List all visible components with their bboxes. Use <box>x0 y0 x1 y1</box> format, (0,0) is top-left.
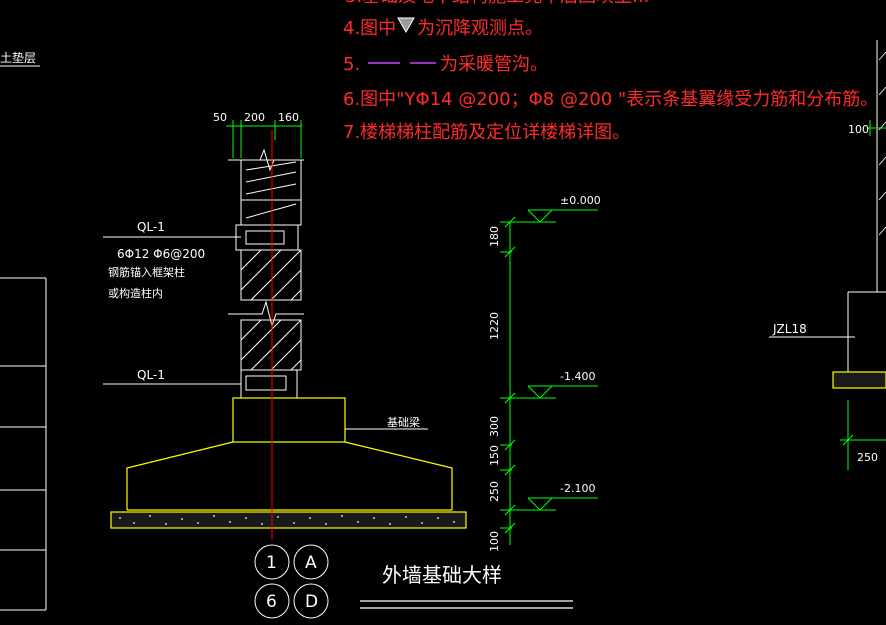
vdim-250: 250 <box>488 481 501 502</box>
cushion-dots <box>119 515 455 525</box>
ql1-bottom-label: QL-1 <box>137 368 165 382</box>
rebar-note-2: 钢筋锚入框架柱 <box>108 265 185 279</box>
right-dim-250: 250 <box>857 451 878 464</box>
axis-bubbles <box>254 544 329 619</box>
note-6: 6.图中"YΦ14 @200；Φ8 @200 "表示条基翼缘受力筋和分布筋。 <box>343 89 878 110</box>
foundation-beam-label: 基础梁 <box>387 415 420 429</box>
right-fragment <box>769 40 886 372</box>
ql1-top-label: QL-1 <box>137 220 165 234</box>
vdim-180: 180 <box>488 226 501 247</box>
foundation-footing <box>126 397 453 511</box>
elev-2: -2.100 <box>560 482 595 495</box>
rebar-note-3: 或构造柱内 <box>108 286 163 300</box>
elev-1: -1.400 <box>560 370 595 383</box>
left-table <box>0 277 47 611</box>
right-beam-label: JZL18 <box>772 322 807 336</box>
vdim-100: 100 <box>488 531 501 552</box>
elev-dim-chain <box>500 209 598 545</box>
note-7: 7.楼梯梯柱配筋及定位详楼梯详图。 <box>343 122 630 143</box>
wall-section <box>228 148 304 399</box>
dim-160: 160 <box>278 111 299 124</box>
vdim-150: 150 <box>488 445 501 466</box>
dim-50: 50 <box>213 111 227 124</box>
left-label: 土垫层 <box>0 50 36 65</box>
axis-1: 1 <box>266 553 277 573</box>
cushion-layer <box>110 511 467 529</box>
note-cut: 3.基础及地下结构施工完毕后回填土... <box>345 0 649 7</box>
axis-6: 6 <box>266 592 277 612</box>
elev-0: ±0.000 <box>560 194 601 207</box>
top-dim-lines <box>226 120 302 158</box>
axis-A: A <box>305 553 317 573</box>
settlement-point-icon <box>397 17 415 34</box>
note-4-text: 为沉降观测点。 <box>417 18 543 39</box>
ql1-bottom-beam <box>240 369 298 399</box>
right-dims <box>840 120 886 470</box>
right-hatch <box>878 51 886 236</box>
vdim-1220: 1220 <box>488 312 501 340</box>
right-dim-100: 100 <box>848 123 869 136</box>
rebar-note-1: 6Φ12 Φ6@200 <box>117 247 205 261</box>
right-cushion <box>832 371 886 389</box>
note-4: 4.图中 <box>343 18 396 39</box>
detail-title: 外墙基础大样 <box>382 563 502 587</box>
vdim-300: 300 <box>488 416 501 437</box>
ql1-top-beam <box>235 224 299 251</box>
note-5: 5. <box>343 54 360 75</box>
dim-200: 200 <box>244 111 265 124</box>
note-5-text: 为采暖管沟。 <box>440 54 548 75</box>
axis-D: D <box>305 592 318 612</box>
